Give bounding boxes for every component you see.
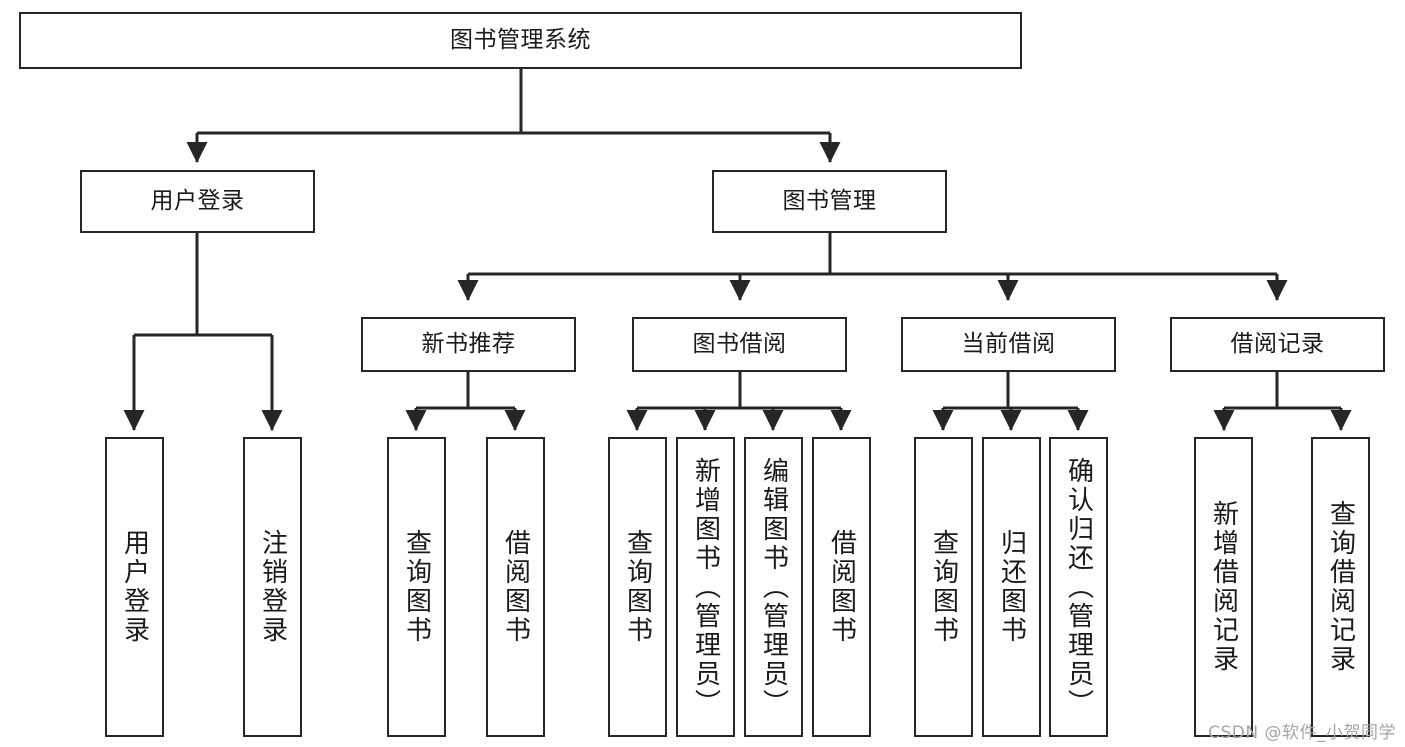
node-new-book-recommend[interactable]: 新书推荐 (361, 317, 576, 372)
node-label: 查询借阅记录 (1325, 500, 1356, 674)
node-label: 图书借阅 (692, 330, 787, 357)
node-label: 查询图书 (401, 529, 432, 645)
node-label: 借阅图书 (500, 529, 531, 645)
node-label: 图书管理系统 (450, 26, 591, 53)
node-label: 新书推荐 (421, 330, 516, 357)
node-label: 确认归还（管理员） (1063, 456, 1094, 718)
leaf-query-book-recommend[interactable]: 查询图书 (387, 437, 446, 737)
node-user-login[interactable]: 用户登录 (80, 170, 315, 233)
leaf-add-book-admin[interactable]: 新增图书（管理员） (676, 437, 735, 737)
node-label: 图书管理 (782, 187, 877, 214)
node-label: 当前借阅 (961, 330, 1056, 357)
node-label: 新增借阅记录 (1208, 500, 1239, 674)
node-label: 归还图书 (996, 529, 1027, 645)
leaf-add-borrow-record[interactable]: 新增借阅记录 (1194, 437, 1253, 737)
node-label: 用户登录 (119, 529, 150, 645)
leaf-return-book[interactable]: 归还图书 (982, 437, 1041, 737)
watermark-text: CSDN @软件_小贺同学 (1208, 723, 1396, 743)
node-label: 编辑图书（管理员） (758, 456, 789, 718)
leaf-borrow-book[interactable]: 借阅图书 (812, 437, 871, 737)
leaf-query-book-current[interactable]: 查询图书 (914, 437, 973, 737)
node-book-borrow[interactable]: 图书借阅 (632, 317, 847, 372)
leaf-edit-book-admin[interactable]: 编辑图书（管理员） (744, 437, 803, 737)
node-label: 注销登录 (257, 529, 288, 645)
leaf-query-borrow-record[interactable]: 查询借阅记录 (1311, 437, 1370, 737)
node-root[interactable]: 图书管理系统 (19, 12, 1022, 69)
node-label: 查询图书 (622, 529, 653, 645)
leaf-confirm-return-admin[interactable]: 确认归还（管理员） (1049, 437, 1108, 737)
node-label: 用户登录 (150, 187, 245, 214)
node-label: 借阅记录 (1230, 330, 1325, 357)
node-label: 新增图书（管理员） (690, 456, 721, 718)
node-borrow-record[interactable]: 借阅记录 (1170, 317, 1385, 372)
edges-root (123, 69, 1352, 432)
node-book-management[interactable]: 图书管理 (712, 170, 947, 233)
node-current-borrow[interactable]: 当前借阅 (901, 317, 1116, 372)
node-label: 查询图书 (928, 529, 959, 645)
node-label: 借阅图书 (826, 529, 857, 645)
leaf-query-book-borrow[interactable]: 查询图书 (608, 437, 667, 737)
leaf-user-login[interactable]: 用户登录 (105, 437, 164, 737)
leaf-logout[interactable]: 注销登录 (243, 437, 302, 737)
leaf-borrow-book-recommend[interactable]: 借阅图书 (486, 437, 545, 737)
